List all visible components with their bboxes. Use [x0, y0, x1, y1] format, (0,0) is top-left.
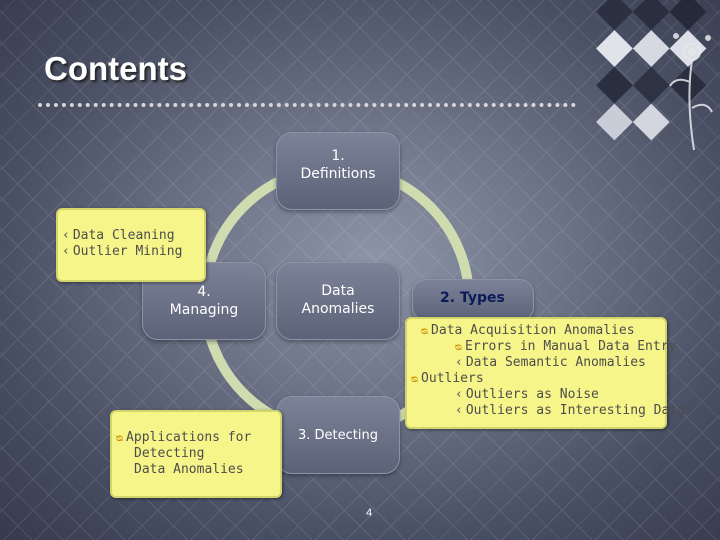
node-detecting-label: 3. Detecting	[298, 428, 378, 443]
bullet-icon: ᴓ	[455, 339, 463, 354]
types-item-l2: ‹Outliers as Interesting Data	[455, 403, 685, 419]
node-definitions[interactable]: 1. Definitions	[276, 132, 400, 210]
managing-item-text: Data Cleaning	[72, 228, 175, 243]
page-number: 4	[366, 507, 373, 519]
node-managing-label: Managing	[169, 302, 239, 318]
types-item-text: Data Semantic Anomalies	[465, 355, 646, 370]
types-item-text: Outliers as Noise	[465, 387, 599, 402]
node-definitions-label: Definitions	[300, 166, 376, 182]
arrow-bullet-icon: ‹	[62, 244, 70, 259]
bullet-icon: ᴓ	[421, 323, 429, 338]
node-managing-number: 4.	[197, 284, 211, 300]
types-item-l2: ‹Data Semantic Anomalies	[455, 355, 665, 371]
types-item-text: Errors in Manual Data Entry	[465, 339, 677, 354]
managing-note: ‹Data Cleaning ‹Outlier Mining	[56, 208, 206, 282]
types-item-text: Outliers as Interesting Data	[465, 403, 685, 418]
managing-item-text: Outlier Mining	[72, 244, 183, 259]
managing-item: ‹Data Cleaning	[62, 228, 204, 244]
slide-title: Contents	[44, 50, 187, 87]
checkerboard-decoration	[596, 0, 713, 151]
arrow-bullet-icon: ‹	[455, 355, 463, 370]
arrow-bullet-icon: ‹	[455, 403, 463, 418]
types-item-text: Outliers	[421, 371, 484, 386]
managing-item: ‹Outlier Mining	[62, 244, 204, 260]
node-types-label: 2. Types	[440, 290, 505, 306]
bullet-icon: ᴓ	[411, 371, 419, 386]
node-detecting[interactable]: 3. Detecting	[276, 396, 400, 474]
node-data-anomalies[interactable]: Data Anomalies	[276, 262, 400, 340]
node-center-line1: Data	[321, 283, 355, 299]
types-item-text: Data Acquisition Anomalies	[431, 323, 635, 338]
node-types[interactable]	[412, 279, 534, 321]
node-center-line2: Anomalies	[301, 301, 375, 317]
bullet-icon: ᴓ	[116, 430, 124, 445]
node-definitions-number: 1.	[331, 148, 345, 164]
detecting-note-text: Applications for	[126, 430, 252, 445]
detecting-note-line: Data Anomalies	[134, 462, 244, 477]
detecting-note-line: Detecting	[134, 446, 205, 461]
flower-ornament	[669, 33, 713, 151]
arrow-bullet-icon: ‹	[455, 387, 463, 402]
types-item-l2: ‹Outliers as Noise	[455, 387, 665, 403]
title-divider	[38, 103, 576, 107]
arrow-bullet-icon: ‹	[62, 228, 70, 243]
